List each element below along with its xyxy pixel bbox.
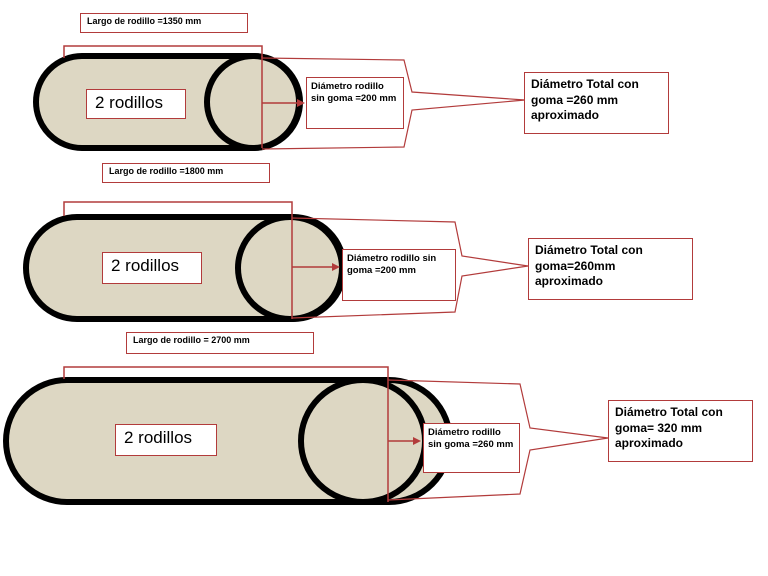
roller-2-end-face bbox=[235, 214, 345, 322]
roller-3-nominal-diameter-label: Diámetro rodillo sin goma =260 mm bbox=[423, 423, 520, 473]
roller-3-length-label: Largo de rodillo = 2700 mm bbox=[126, 332, 314, 354]
roller-3-count-label: 2 rodillos bbox=[115, 424, 217, 456]
roller-1-total-diameter-label: Diámetro Total con goma =260 mm aproxima… bbox=[524, 72, 669, 134]
roller-2-total-diameter-label: Diámetro Total con goma=260mm aproximado bbox=[528, 238, 693, 300]
roller-2-count-label: 2 rodillos bbox=[102, 252, 202, 284]
roller-3 bbox=[3, 366, 609, 505]
roller-2-nominal-diameter-label: Diámetro rodillo sin goma =200 mm bbox=[342, 249, 456, 301]
roller-1-length-label: Largo de rodillo =1350 mm bbox=[80, 13, 248, 33]
roller-2-length-label: Largo de rodillo =1800 mm bbox=[102, 163, 270, 183]
roller-1-nominal-diameter-label: Diámetro rodillo sin goma =200 mm bbox=[306, 77, 404, 129]
roller-3-length-bracket bbox=[63, 366, 389, 379]
roller-3-total-diameter-label: Diámetro Total con goma= 320 mm aproxima… bbox=[608, 400, 753, 462]
roller-1-end-face bbox=[204, 53, 302, 151]
roller-2-length-bracket bbox=[63, 201, 293, 216]
roller-1-count-label: 2 rodillos bbox=[86, 89, 186, 119]
roller-1-length-bracket bbox=[63, 45, 263, 58]
